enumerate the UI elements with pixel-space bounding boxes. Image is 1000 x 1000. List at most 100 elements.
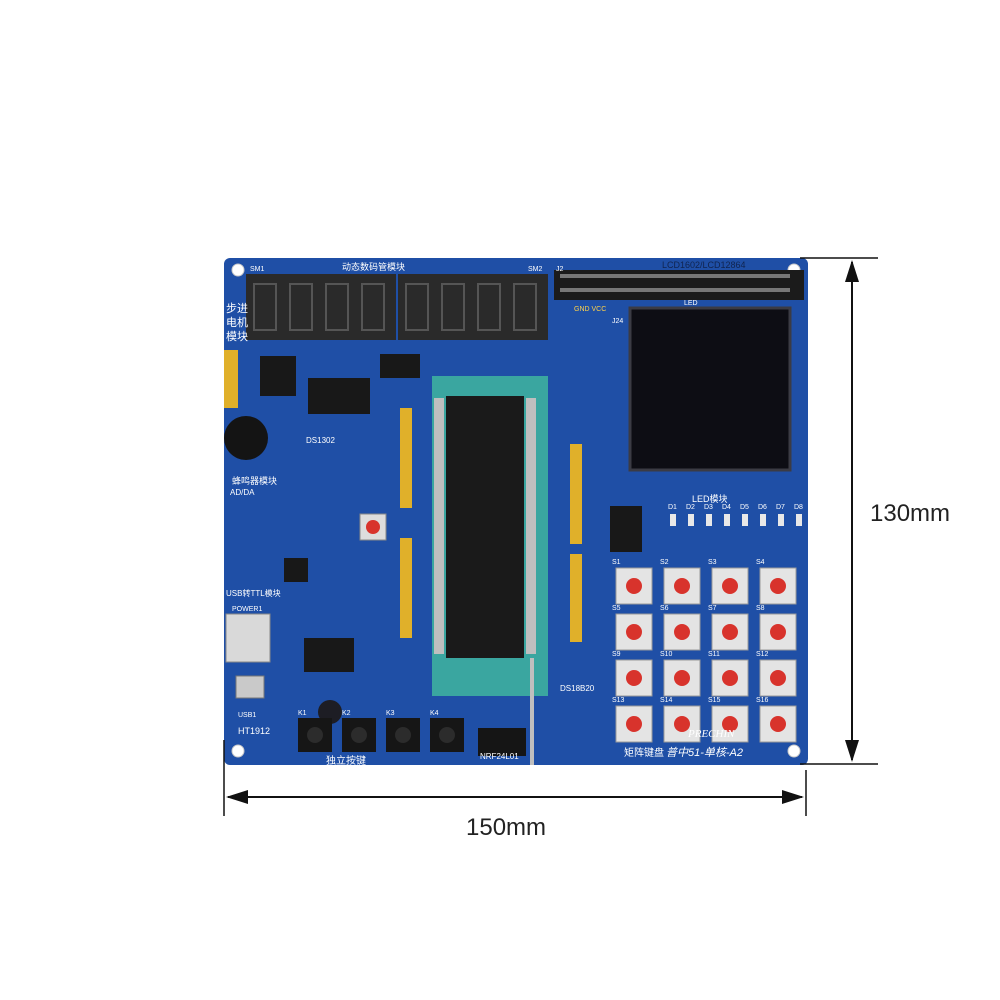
lcd-label: LCD1602/LCD12864 <box>662 260 746 270</box>
stepper-label-2: 电机 <box>226 317 248 329</box>
matrix-key-cap <box>770 624 786 640</box>
matrix-key-label: S7 <box>708 605 717 612</box>
p0-header <box>400 538 412 638</box>
matrix-key-cap <box>722 578 738 594</box>
led <box>670 514 676 526</box>
matrix-key-cap <box>770 716 786 732</box>
led-label: D7 <box>776 504 785 511</box>
top-module-label: 动态数码管模块 <box>342 262 406 272</box>
matrix-key-cap <box>674 578 690 594</box>
led-label: D8 <box>794 504 803 511</box>
matrix-key-cap <box>626 670 642 686</box>
independent-key-label: K4 <box>430 710 439 717</box>
nrf-label: NRF24L01 <box>480 752 519 761</box>
usb-port <box>235 675 265 699</box>
usb-ttl-label: USB转TTL模块 <box>226 589 281 598</box>
seven-seg-digits <box>253 283 537 331</box>
ic-u4 <box>308 378 370 414</box>
matrix-key-cap <box>626 716 642 732</box>
buzzer-label: 蜂鸣器模块 <box>232 476 278 486</box>
width-dimension-label: 150mm <box>466 814 547 841</box>
matrix-key-cap <box>770 670 786 686</box>
led-label: D3 <box>704 504 713 511</box>
socket-pins <box>434 398 536 654</box>
header-pins <box>560 274 790 292</box>
height-dimension-label: 130mm <box>870 500 951 527</box>
led-label: D6 <box>758 504 767 511</box>
matrix-key-label: S12 <box>756 651 769 658</box>
model-label: 普中51-单核-A2 <box>666 747 744 759</box>
led <box>724 514 730 526</box>
sm2-label: SM2 <box>528 266 543 273</box>
mounting-hole <box>231 263 245 277</box>
stepper-label-3: 模块 <box>226 331 248 343</box>
matrix-key-label: S11 <box>708 651 720 658</box>
p1-header <box>570 554 582 642</box>
matrix-key <box>759 659 797 697</box>
matrix-key-label: S2 <box>660 559 669 566</box>
power-switch <box>225 613 271 663</box>
matrix-key-label: S14 <box>660 697 673 704</box>
ds18b20-label: DS18B20 <box>560 684 595 693</box>
matrix-key-label: S8 <box>756 605 765 612</box>
usb-label: USB1 <box>238 712 257 719</box>
led <box>778 514 784 526</box>
matrix-keys <box>615 567 797 743</box>
mounting-hole <box>787 744 801 758</box>
p3-header <box>570 444 582 544</box>
matrix-key-cap <box>722 716 738 732</box>
zif-lever <box>530 658 534 765</box>
matrix-key-label: S16 <box>756 697 769 704</box>
matrix-label: 矩阵键盘 <box>624 748 664 759</box>
brand-label: PRECHIN <box>688 728 735 740</box>
buzzer <box>224 416 268 460</box>
ic-u14 <box>260 356 296 396</box>
arrow-up-icon <box>845 260 859 282</box>
nrf-header <box>478 728 526 756</box>
led-label: D1 <box>668 504 677 511</box>
independent-key-label: K3 <box>386 710 395 717</box>
matrix-key-label: S9 <box>612 651 621 658</box>
matrix-key-label: S1 <box>612 559 621 566</box>
arrow-left-icon <box>226 790 248 804</box>
matrix-key-cap <box>722 670 738 686</box>
led <box>742 514 748 526</box>
led-row <box>670 514 802 526</box>
matrix-key-cap <box>674 624 690 640</box>
matrix-key-cap <box>674 670 690 686</box>
led <box>796 514 802 526</box>
matrix-key-label: S4 <box>756 559 765 566</box>
p2-header <box>400 408 412 508</box>
led-screen-label: LED <box>684 300 698 307</box>
j24-label: J24 <box>612 318 624 325</box>
independent-keys-label: 独立按键 <box>326 756 366 767</box>
led <box>706 514 712 526</box>
matrix-key <box>711 613 749 651</box>
matrix-key <box>615 567 653 605</box>
development-board-photo <box>224 258 808 765</box>
led <box>688 514 694 526</box>
matrix-key-label: S5 <box>612 605 621 612</box>
led-label: D2 <box>686 504 695 511</box>
ht-label: HT1912 <box>238 726 271 736</box>
ds1302-label: DS1302 <box>306 436 335 445</box>
stepper-label-1: 步进 <box>226 303 248 315</box>
matrix-key-cap <box>626 624 642 640</box>
j2-label: J2 <box>556 266 564 273</box>
matrix-key-label: S3 <box>708 559 717 566</box>
independent-key-label: K2 <box>342 710 351 717</box>
matrix-key-label: S15 <box>708 697 721 704</box>
sm1-label: SM1 <box>250 266 265 273</box>
ic-u11 <box>304 638 354 672</box>
stepper-header <box>224 350 238 408</box>
matrix-key-cap <box>674 716 690 732</box>
power-label: POWER1 <box>232 606 263 613</box>
independent-keys <box>298 718 464 752</box>
matrix-key-label: S13 <box>612 697 625 704</box>
matrix-key-label: S10 <box>660 651 673 658</box>
ic-u5 <box>380 354 420 378</box>
led-label: D5 <box>740 504 749 511</box>
matrix-key <box>759 613 797 651</box>
mounting-hole <box>231 744 245 758</box>
